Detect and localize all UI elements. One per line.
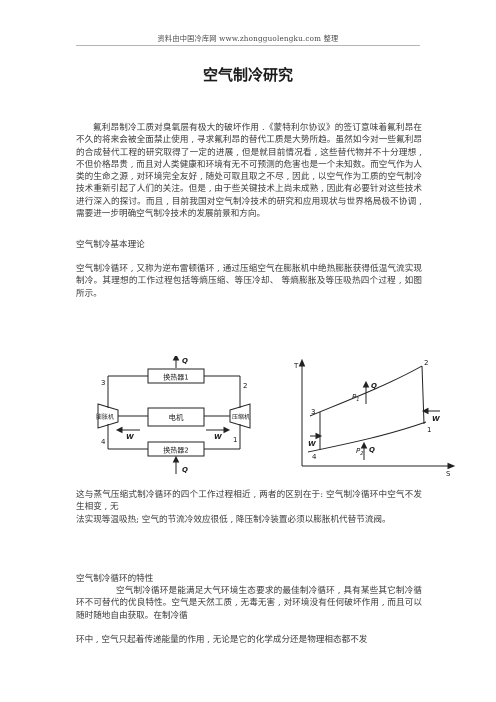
section-heading-characteristics: 空气制冷循环的特性 <box>76 574 154 584</box>
compressor-shape <box>229 403 251 429</box>
w-left-label: W <box>126 433 134 441</box>
node-1-left: 1 <box>233 436 237 444</box>
caption-line-1: 这与蒸气压缩式制冷循环的四个工作过程相近 , 两者的区别在于: 空气制冷循环中空… <box>76 490 422 513</box>
figure-caption-paragraph: 这与蒸气压缩式制冷循环的四个工作过程相近 , 两者的区别在于: 空气制冷循环中空… <box>76 489 422 526</box>
compressor-label: 压缩机 <box>232 413 250 421</box>
node-3-left: 3 <box>101 379 105 387</box>
header-rule <box>76 45 420 46</box>
characteristics-paragraph: 空气制冷循环是能满足大气环境生态要求的最佳制冷循环 , 具有某些其它制冷循环不可… <box>76 586 422 621</box>
node-4-left: 4 <box>101 438 106 446</box>
q-top-label: Q <box>182 357 188 365</box>
w-right-label: W <box>214 433 222 441</box>
ts-diagram <box>298 358 456 470</box>
q-upper-label: Q <box>371 382 377 390</box>
s-axis-label: S <box>446 470 451 476</box>
node-2-left: 2 <box>243 382 247 390</box>
characteristics-paragraph-continued: 环中 , 空气只起着传递能量的作用 , 无论是它的化学成分还是物理相态都不发 <box>76 635 368 645</box>
page-header: 资料由中国冷库网 www.zhongguolengku.com 整理 <box>157 34 339 43</box>
hx1-label: 换热器1 <box>163 373 188 382</box>
p2-label: P2 <box>356 447 363 457</box>
heat-exchanger-1-box <box>147 368 205 384</box>
hx2-label: 换热器2 <box>163 446 188 455</box>
p1-label: P1 <box>352 393 359 403</box>
cycle-schematic <box>97 356 251 474</box>
q-bottom-label: Q <box>182 466 188 474</box>
q-lower-label: Q <box>369 446 375 454</box>
motor-box <box>147 407 205 427</box>
expander-shape <box>97 403 119 429</box>
document-title: 空气制冷研究 <box>202 66 293 84</box>
w-right-ts-label: W <box>432 415 440 423</box>
caption-line-2: 法实现等温吸热; 空气的节流冷效应很低 , 降压制冷装置必须以膨胀机代替节流阀。 <box>76 514 391 525</box>
refrigeration-cycle-figure: 换热器1 换热器2 电机 膨胀机 压缩机 Q Q W W 3 2 4 1 T S… <box>96 356 456 476</box>
expander-label: 膨胀机 <box>96 413 114 421</box>
motor-label: 电机 <box>169 412 184 422</box>
node-3-ts: 3 <box>311 408 315 416</box>
t-axis-label: T <box>293 362 299 370</box>
intro-paragraph: 氟利昂制冷工质对臭氧层有极大的破坏作用 .《蒙特利尔协议》的签订意味着氟利昂在不… <box>76 123 422 220</box>
node-2-ts: 2 <box>424 359 428 367</box>
node-1-ts: 1 <box>427 426 431 434</box>
w-left-ts-label: W <box>308 440 316 448</box>
node-4-ts: 4 <box>312 453 317 461</box>
theory-paragraph: 空气制冷循环 , 又称为逆布雷顿循环 , 通过压缩空气在膨胀机中绝热膨胀获得低温… <box>76 264 422 299</box>
section-heading-theory: 空气制冷基本理论 <box>76 240 145 250</box>
